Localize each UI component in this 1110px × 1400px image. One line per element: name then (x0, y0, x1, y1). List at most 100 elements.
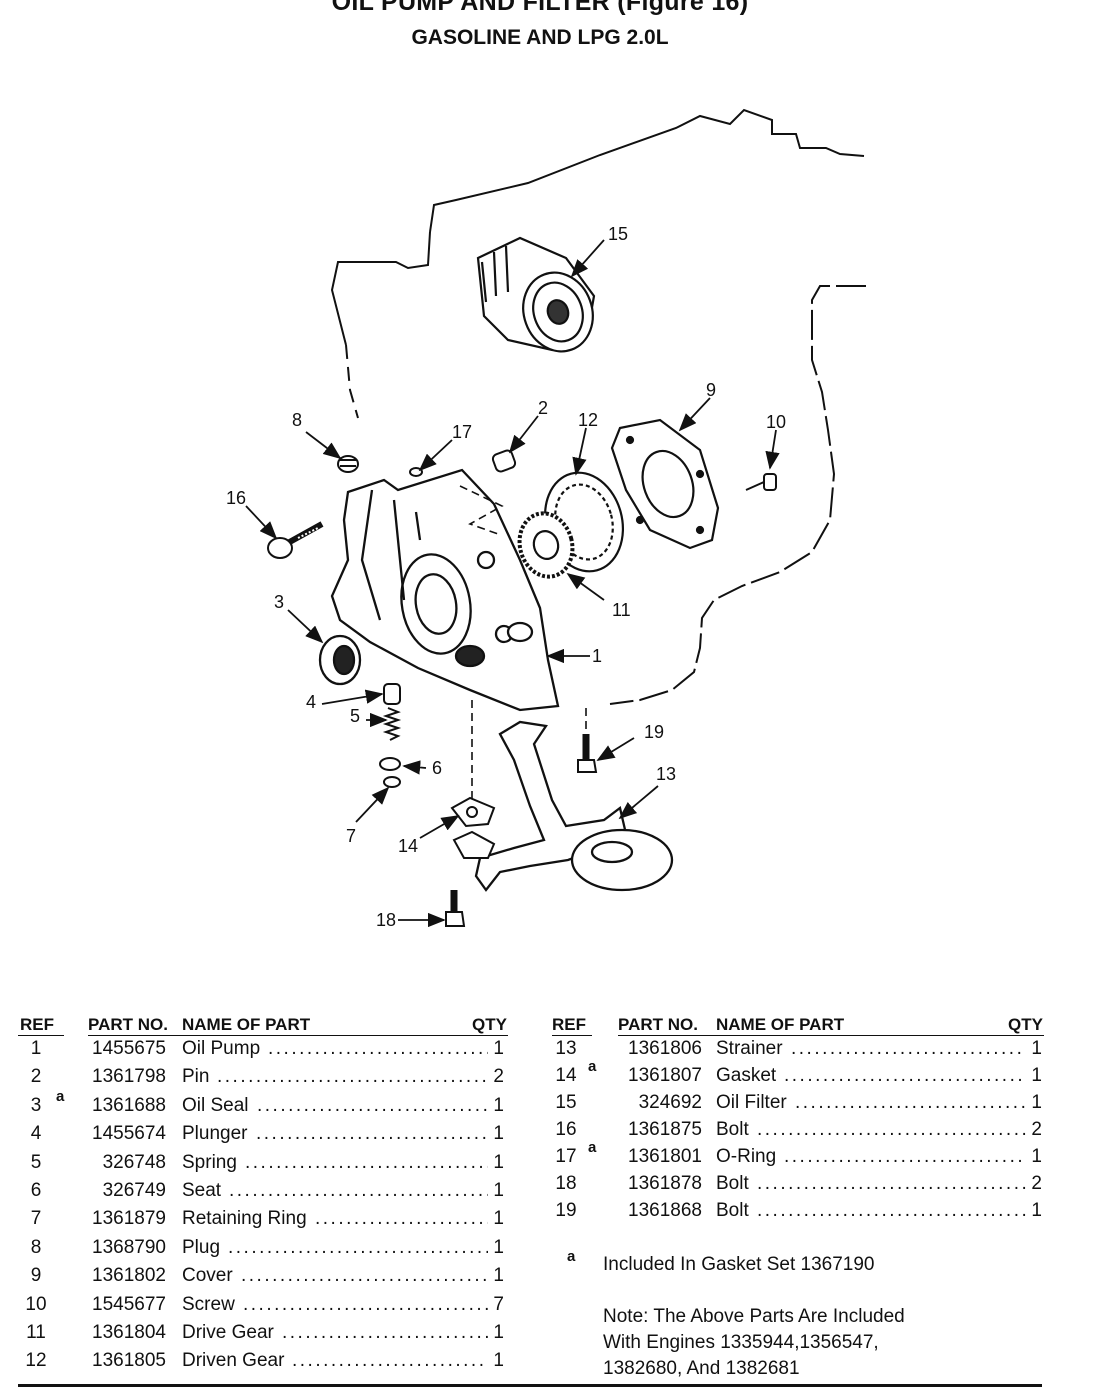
spring-part-5 (382, 707, 402, 741)
leader-dots: ........................................… (257, 1094, 488, 1116)
bolt-part-16 (267, 521, 324, 559)
part-qty: 1 (493, 1094, 504, 1116)
bottom-rule (18, 1384, 1042, 1387)
callout-10: 10 (766, 412, 786, 432)
header-underline (618, 1035, 1044, 1036)
page-title: OIL PUMP AND FILTER (Figure 16) (331, 0, 749, 16)
callout-5: 5 (350, 706, 360, 726)
part-name: Retaining Ring (182, 1208, 307, 1230)
callout-8: 8 (292, 410, 302, 430)
callout-9: 9 (706, 380, 716, 400)
leader-dots: ........................................… (757, 1173, 1026, 1194)
part-qty: 1 (493, 1151, 504, 1173)
header-underline (88, 1035, 508, 1036)
oil-pump-body-part-1 (330, 468, 560, 712)
part-qty: 1 (493, 1350, 504, 1372)
o-ring-part-17 (409, 467, 423, 477)
part-name: Oil Pump (182, 1038, 261, 1059)
part-ref: 8 (30, 1236, 42, 1258)
leader-dots: ........................................… (292, 1350, 488, 1372)
callout-1: 1 (592, 646, 602, 666)
part-note-marker: a (56, 1087, 65, 1105)
engine-note-line: With Engines 1335944,1356547, (603, 1332, 879, 1353)
leader-arrows (245, 239, 780, 928)
part-name: Strainer (716, 1038, 783, 1059)
part-ref: 2 (30, 1066, 42, 1088)
part-number: 1368790 (92, 1236, 166, 1258)
leader-dots: ........................................… (757, 1200, 1026, 1221)
engine-note-line: 1382680, And 1382681 (603, 1358, 800, 1379)
oil-filter-part-15 (476, 236, 596, 353)
part-ref: 15 (555, 1092, 577, 1113)
part-number: 1361798 (92, 1066, 166, 1088)
page-subtitle: GASOLINE AND LPG 2.0L (411, 26, 669, 49)
part-name: Bolt (716, 1173, 749, 1194)
alignment-lines (459, 485, 587, 800)
callout-3: 3 (274, 592, 284, 612)
part-note-marker: a (588, 1139, 597, 1156)
part-ref: 18 (555, 1173, 577, 1194)
callout-17: 17 (452, 422, 472, 442)
part-qty: 2 (1031, 1173, 1042, 1194)
part-qty: 1 (1031, 1146, 1042, 1167)
callout-19: 19 (644, 722, 664, 742)
part-qty: 7 (493, 1293, 504, 1315)
leader-dots: ........................................… (217, 1066, 488, 1088)
part-qty: 1 (1031, 1065, 1042, 1086)
engine-note-line: Note: The Above Parts Are Included (603, 1306, 905, 1327)
leader-dots: ........................................… (256, 1123, 488, 1145)
part-ref: 6 (30, 1180, 42, 1201)
leader-dots: ........................................… (229, 1180, 488, 1201)
part-name: Seat (182, 1180, 222, 1201)
part-ref: 17 (555, 1146, 577, 1167)
part-number: 1455674 (92, 1123, 166, 1145)
part-number: 1361875 (628, 1119, 702, 1140)
part-number: 1361802 (92, 1265, 166, 1287)
part-number: 326748 (102, 1151, 166, 1173)
part-ref: 1 (30, 1038, 42, 1059)
part-number: 326749 (102, 1180, 166, 1201)
part-row: 18 1361878 Bolt...........................… (552, 1173, 1044, 1199)
part-number: 1361878 (628, 1173, 702, 1194)
leader-dots: ........................................… (241, 1265, 488, 1287)
callout-12: 12 (578, 410, 598, 430)
leader-dots: ........................................… (791, 1038, 1026, 1059)
part-number: 1361804 (92, 1322, 166, 1343)
footnote-gasket-set: Included In Gasket Set 1367190 (603, 1254, 875, 1275)
part-number: 1361805 (92, 1350, 166, 1372)
footnote-marker: a (567, 1248, 576, 1265)
part-qty: 1 (493, 1180, 504, 1201)
part-ref: 16 (555, 1119, 577, 1140)
part-name: Driven Gear (182, 1350, 285, 1372)
leader-dots: ........................................… (245, 1151, 488, 1173)
header-underline (18, 1035, 64, 1036)
oil-seal-part-3 (318, 634, 362, 686)
leader-dots: ........................................… (268, 1038, 488, 1059)
part-ref: 4 (30, 1123, 42, 1145)
callout-11: 11 (612, 600, 631, 620)
callout-13: 13 (656, 764, 676, 784)
leader-dots: ........................................… (243, 1293, 488, 1315)
callout-6: 6 (432, 758, 442, 778)
header-qty: QTY (472, 1015, 507, 1034)
header-part-no: PART NO. (88, 1015, 168, 1034)
callout-16: 16 (226, 488, 246, 508)
leader-dots: ........................................… (757, 1119, 1026, 1140)
part-qty: 2 (1031, 1119, 1042, 1140)
header-underline (552, 1035, 592, 1036)
leader-dots: ........................................… (315, 1208, 488, 1230)
part-number: 1361688 (92, 1094, 166, 1116)
leader-dots: ........................................… (282, 1322, 488, 1343)
gasket-part-14 (450, 796, 496, 859)
header-name: NAME OF PART (182, 1015, 311, 1034)
part-qty: 2 (493, 1066, 504, 1088)
pin-part-2 (491, 449, 517, 473)
